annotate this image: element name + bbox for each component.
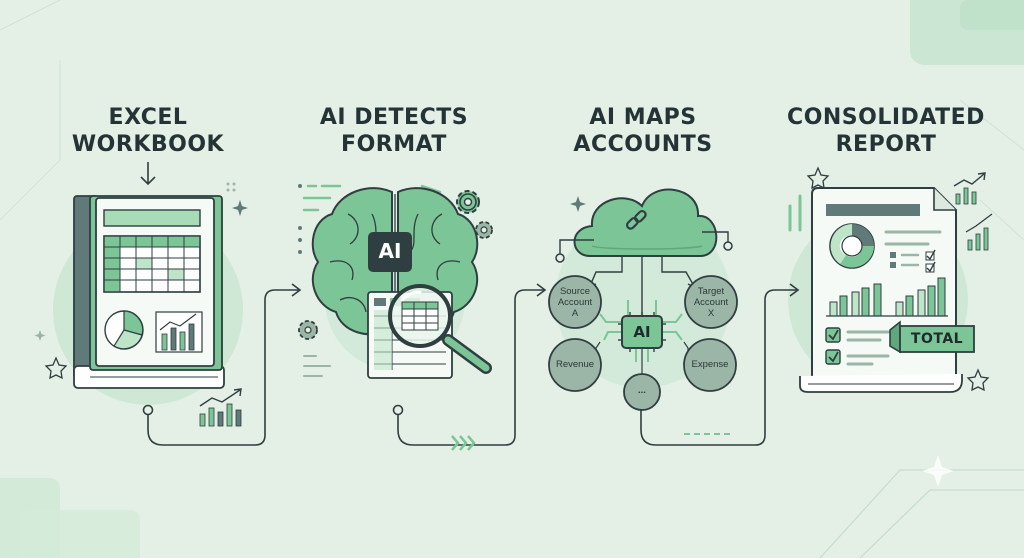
total-ribbon [899, 325, 975, 353]
ai-chip-icon [618, 312, 666, 352]
label-line: Source [559, 286, 591, 297]
gear-icon [456, 190, 480, 214]
consolidated-report-illustration [788, 166, 993, 487]
title-line: EXCEL [108, 105, 188, 130]
ai-chip-label: AI [378, 239, 402, 263]
magnifier-icon [388, 284, 492, 374]
expense-node [683, 338, 737, 392]
ai-chip-icon [368, 232, 412, 272]
ai-brain-illustration [298, 184, 493, 379]
sparkle-icon [570, 196, 586, 212]
step-title-ai-detects-format: AI DETECTS FORMAT [274, 104, 514, 158]
more-node [623, 373, 661, 411]
connector-2-3 [397, 289, 545, 446]
total-label: TOTAL [910, 331, 964, 347]
label-line: Account [557, 297, 593, 308]
revenue-node [548, 338, 602, 392]
label-line: Target [697, 286, 725, 297]
title-line: AI MAPS [589, 105, 697, 130]
source-account-label: Source Account A [549, 286, 601, 319]
trend-chart-icon [199, 388, 242, 427]
title-line: REPORT [835, 132, 937, 157]
step-title-consolidated-report: CONSOLIDATED REPORT [766, 104, 1006, 158]
chevron-arrows-icon [451, 435, 476, 451]
connector-1-2 [147, 289, 300, 446]
more-label: ... [638, 385, 646, 396]
revenue-label: Revenue [555, 359, 595, 370]
label-line: A [571, 308, 579, 319]
arrowhead-3 [789, 283, 800, 297]
label-line: X [707, 308, 715, 319]
connector-3-4 [640, 289, 798, 446]
cloud-icon [573, 188, 718, 257]
sparkle-icon [922, 455, 954, 487]
bar-chart-icon [965, 213, 993, 251]
title-line: ACCOUNTS [573, 132, 713, 157]
title-line: AI DETECTS [319, 105, 469, 130]
gear-icon [298, 320, 318, 340]
title-line: FORMAT [341, 132, 447, 157]
expense-label: Expense [691, 359, 729, 370]
step-title-excel-workbook: EXCEL WORKBOOK [28, 104, 268, 158]
star-icon [44, 356, 68, 380]
arrowhead-1 [291, 283, 302, 297]
label-line: Account [693, 297, 729, 308]
excel-workbook-illustration [34, 162, 248, 427]
trend-up-icon [953, 172, 986, 205]
target-account-label: Target Account X [685, 286, 737, 319]
star-icon [966, 368, 990, 392]
source-account-node [548, 275, 602, 329]
gear-icon [475, 221, 493, 239]
target-account-node [684, 275, 738, 329]
title-line: CONSOLIDATED [787, 105, 985, 130]
ai-mapping-illustration [548, 188, 738, 411]
ai-chip-label: AI [633, 323, 651, 341]
flow-connectors [147, 283, 800, 446]
title-line: WORKBOOK [71, 132, 225, 157]
step-title-ai-maps-accounts: AI MAPS ACCOUNTS [523, 104, 763, 158]
arrowhead-2 [536, 283, 547, 297]
star-icon [806, 166, 830, 190]
link-icon [625, 209, 647, 230]
sparkle-icon [232, 200, 248, 216]
